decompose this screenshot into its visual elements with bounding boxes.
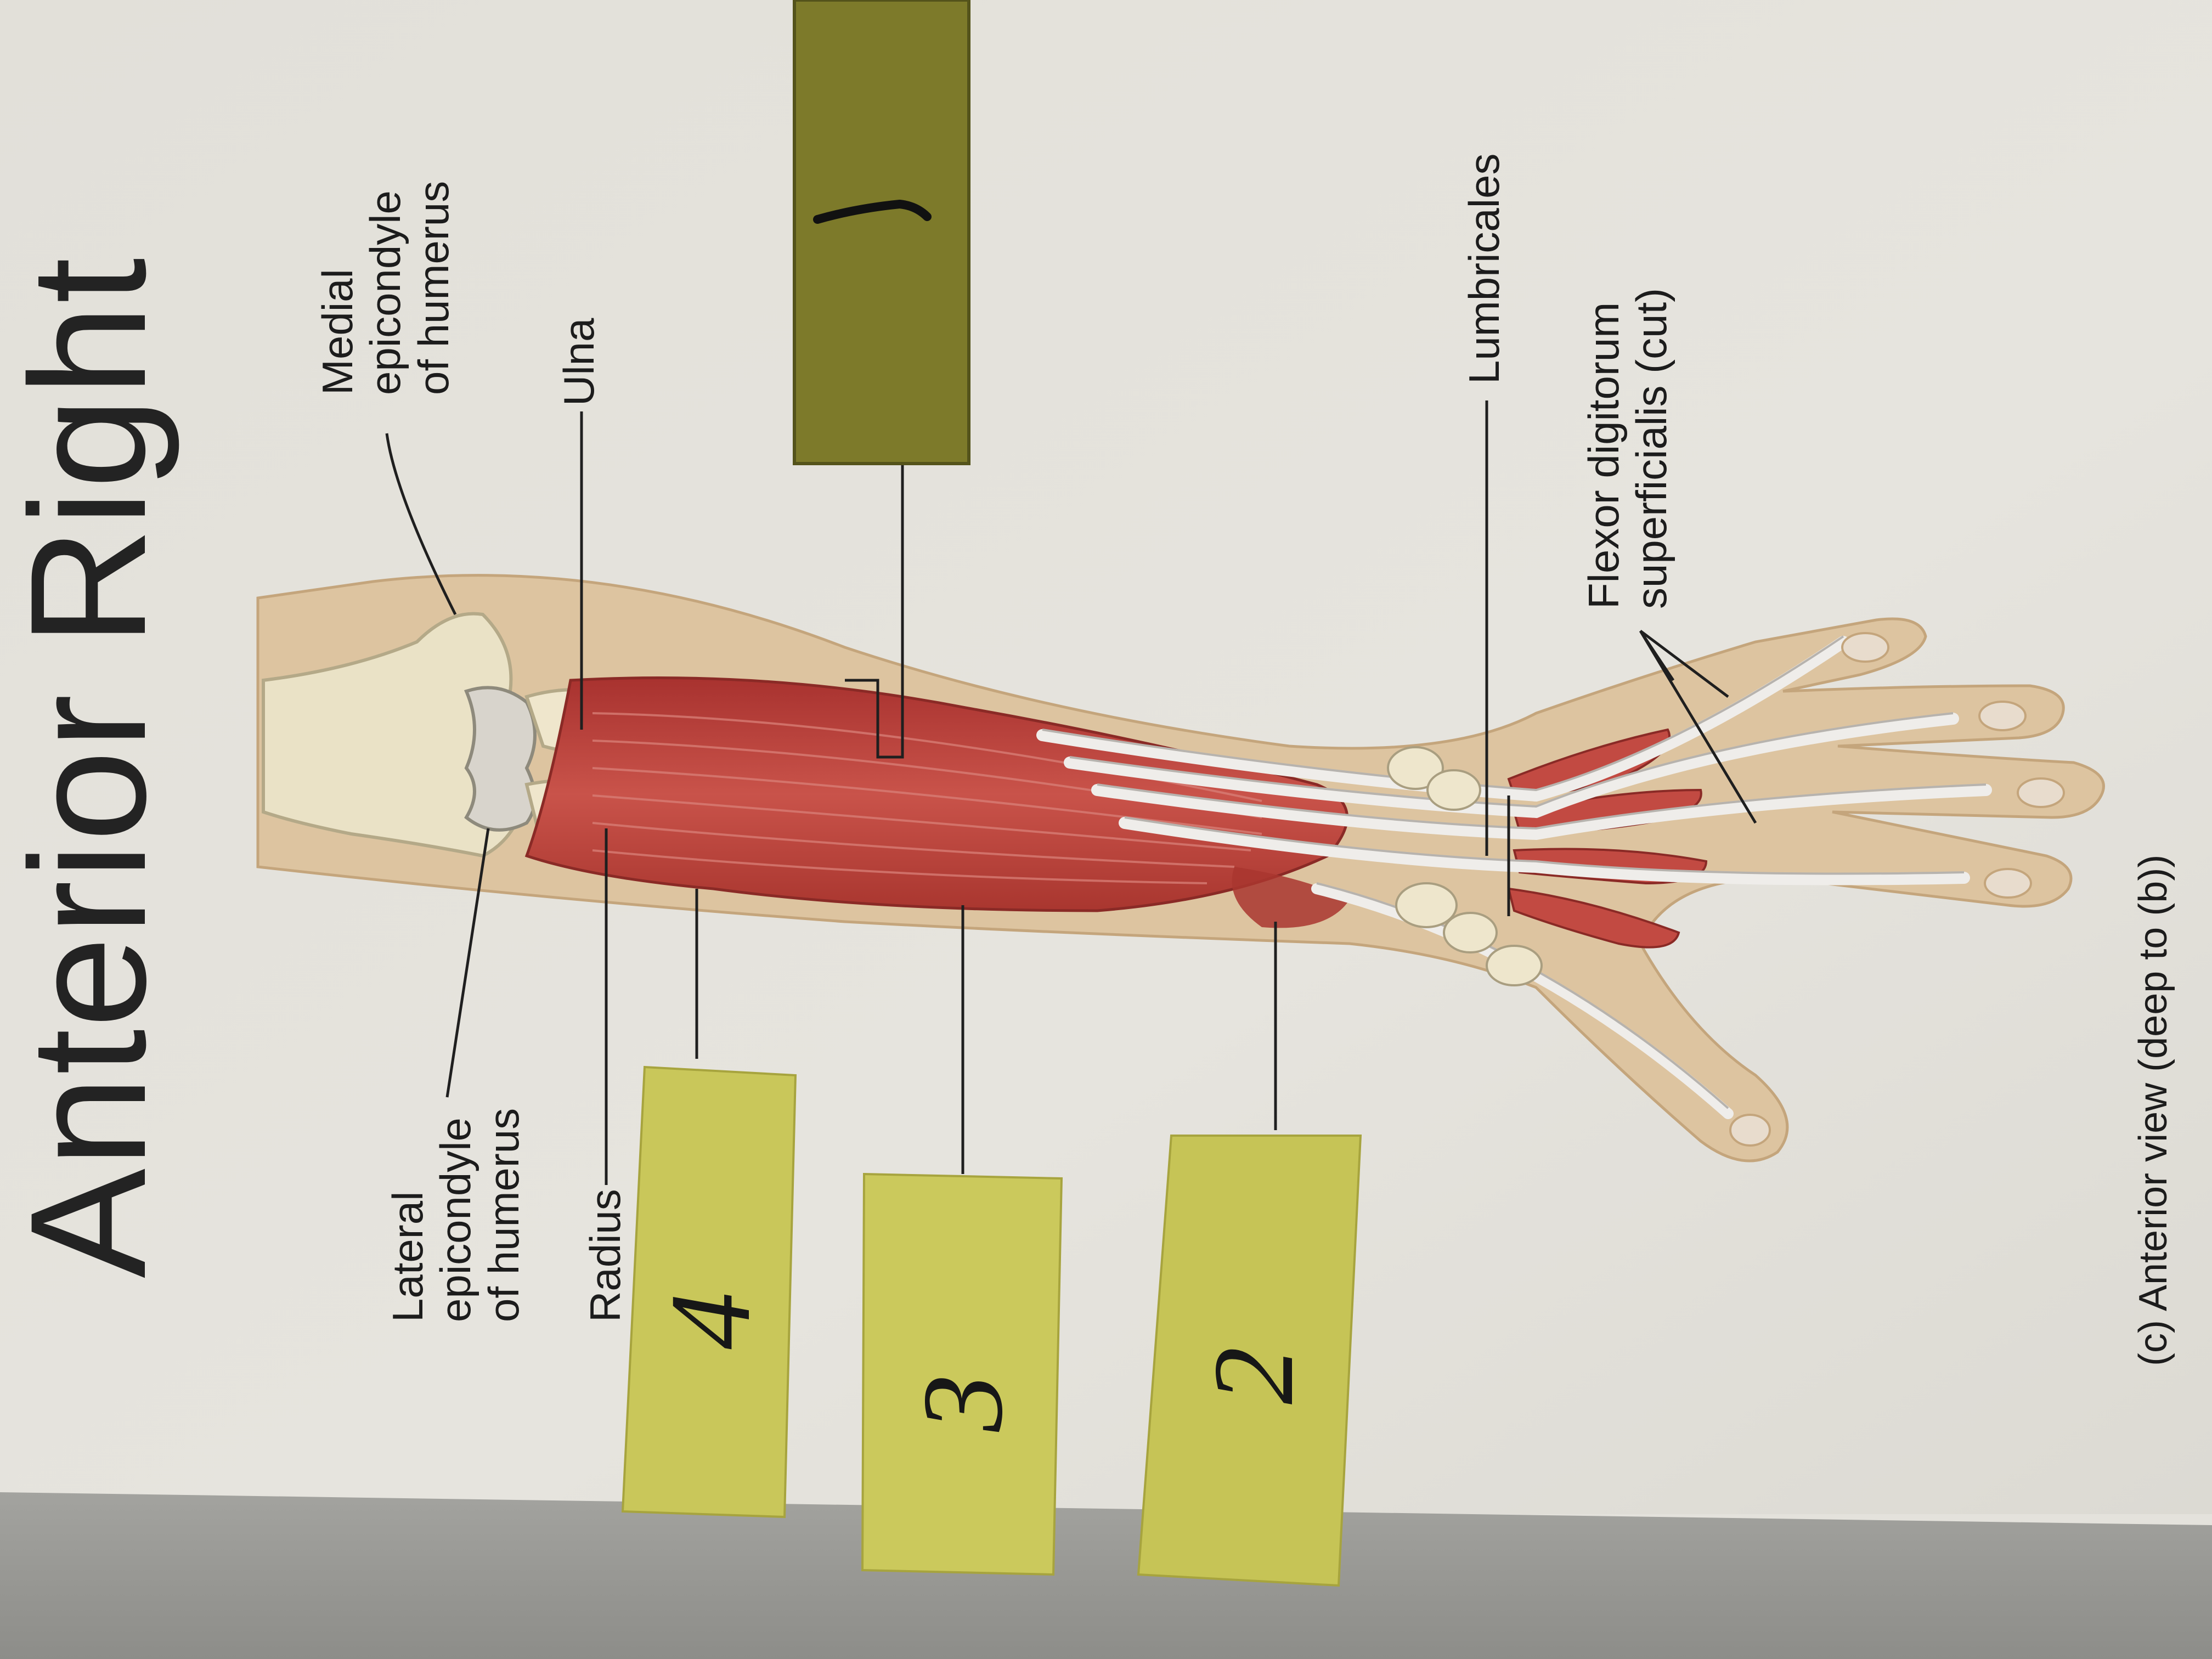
leader-flexor-superficialis [1639,630,1757,824]
pronator-band [1232,867,1350,928]
sticky-note-3-number: 3 [899,1374,1026,1432]
sticky-note-3-paper [861,1172,1063,1576]
label-ulna: Ulna [555,318,603,406]
sticky-note-2-paper [1137,1135,1362,1587]
fingertip-pads [1729,632,2065,1147]
handwritten-1-stroke [813,199,932,224]
trochlea [464,686,537,832]
sticky-note-1-paper [793,0,970,465]
label-medial-epicondyle: Medial epicondyle of humerus [313,180,458,395]
page-title: Anterior Right [0,256,180,1278]
sticky-note-2-number: 2 [1190,1347,1317,1404]
label-flexor-digitorum-superficialis: Flexor digitorum superficialis (cut) [1579,287,1676,609]
desk-surface [0,1492,2212,1659]
label-radius: Radius [581,1189,629,1322]
flexor-tendons [1036,636,1992,885]
label-lateral-epicondyle: Lateral epicondyle of humerus [383,1108,528,1322]
sticky-note-4-paper [621,1065,797,1519]
leader-medial-epicondyle [385,433,457,616]
tendon-outlines [1042,635,1987,875]
sticky-note-4-number: 4 [647,1292,774,1350]
leader-lines [385,400,1757,1185]
leader-note-1 [845,461,904,759]
carpal-bones [1387,746,1543,986]
leader-lateral-epicondyle [445,828,490,1098]
label-lumbricales: Lumbricales [1460,153,1508,384]
figure-caption: (c) Anterior view (deep to (b)) [2131,854,2175,1366]
